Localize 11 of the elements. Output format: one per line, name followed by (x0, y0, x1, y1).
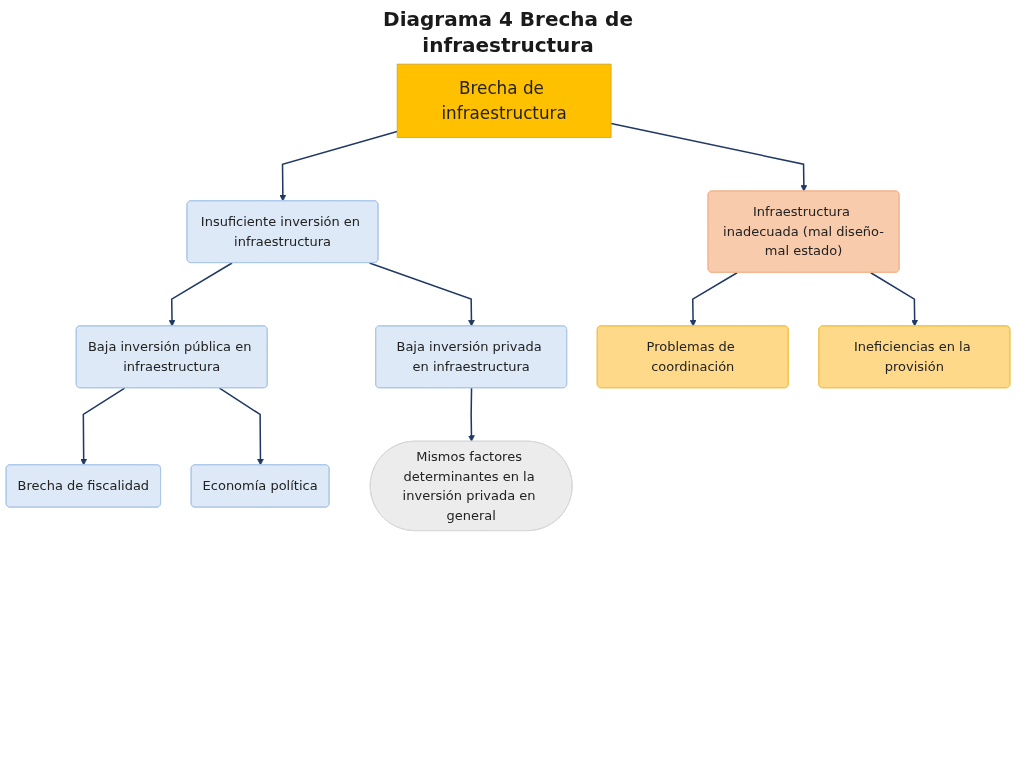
arrow (870, 271, 918, 327)
arrow (168, 262, 233, 327)
arrow (80, 387, 126, 466)
arrow (368, 262, 475, 327)
arrow (218, 387, 264, 466)
diagram-title: Diagrama 4 Brecha de infraestructura (382, 6, 634, 58)
arrow (279, 130, 398, 202)
arrow (468, 387, 475, 442)
node-box: Brecha de infraestructura (396, 63, 612, 138)
arrow (689, 271, 738, 327)
arrow (610, 122, 808, 192)
